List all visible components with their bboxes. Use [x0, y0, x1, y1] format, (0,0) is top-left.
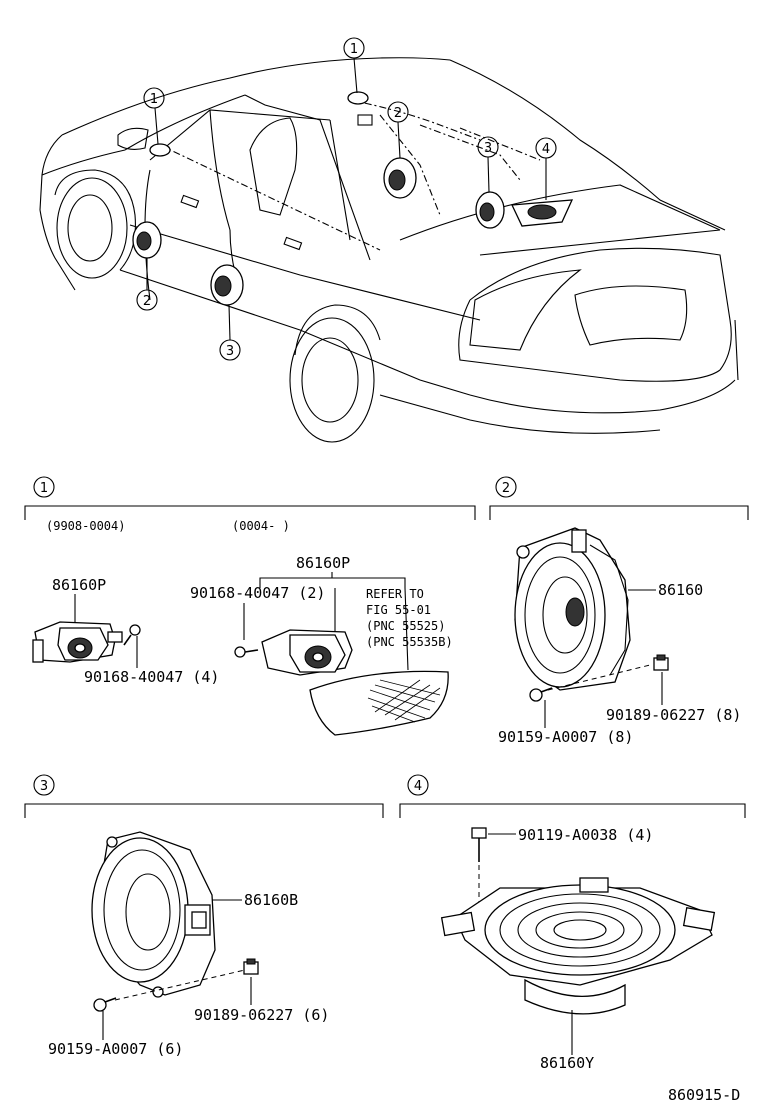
section-4-part: 86160Y [540, 1054, 594, 1072]
callout-3-rear-deck: 3 [477, 136, 499, 158]
screw-icon [529, 687, 553, 702]
door-trim-cover-drawing [309, 670, 449, 736]
refer-to-note: REFER TO FIG 55-01 (PNC 55525) (PNC 5553… [366, 587, 453, 649]
svg-text:3: 3 [226, 344, 234, 359]
speaker-86160y-drawing [440, 877, 716, 1015]
section-1-number-circle [33, 476, 55, 498]
svg-text:2: 2 [143, 294, 151, 309]
section-1-range-left: (9908-0004) [46, 519, 125, 533]
callout-2-rear-deck: 2 [387, 101, 409, 123]
section-3-part: 86160B [244, 891, 298, 909]
section-2-number-circle [495, 476, 517, 498]
clip-icon [653, 654, 669, 671]
section-2: 2 86160 90189-06227 (8) 90159-A0007 (8) [489, 476, 749, 746]
section-1-range-right: (0004- ) [232, 519, 290, 533]
section-1-screw-right: 90168-40047 (2) [190, 584, 325, 602]
section-1-screw-left: 90168-40047 (4) [84, 668, 219, 686]
svg-text:(PNC 55535B): (PNC 55535B) [366, 635, 453, 649]
callout-2-front-door: 2 [136, 289, 158, 311]
speaker-86160-drawing [514, 527, 631, 691]
section-4: 4 90119-A0038 (4) 86160Y [399, 774, 746, 1072]
tweeter-right-drawing [261, 629, 353, 676]
svg-text:3: 3 [484, 141, 492, 156]
screw-icon [234, 646, 259, 658]
section-3-number: 3 [40, 779, 48, 794]
svg-text:1: 1 [350, 42, 358, 57]
svg-text:FIG 55-01: FIG 55-01 [366, 603, 431, 617]
section-1: 1 (9908-0004) (0004- ) 86160P 90168-4004… [24, 476, 476, 736]
svg-text:2: 2 [394, 106, 402, 121]
speaker-86160b-drawing [91, 831, 216, 998]
section-1-part-left: 86160P [52, 576, 106, 594]
callout-1-front: 1 [143, 87, 165, 109]
svg-text:4: 4 [542, 142, 550, 157]
callout-1-top: 1 [343, 37, 365, 59]
section-3: 3 86160B 90189-06227 (6) 90159-A0007 (6) [24, 774, 384, 1058]
svg-text:REFER TO: REFER TO [366, 587, 424, 601]
callout-3-rear-door: 3 [219, 339, 241, 361]
screw-icon [93, 997, 117, 1012]
bolt-icon [471, 827, 487, 862]
section-2-screw: 90159-A0007 (8) [498, 728, 633, 746]
car-illustration [39, 57, 739, 443]
callout-4-rear-deck: 4 [535, 137, 557, 159]
section-4-number: 4 [414, 779, 422, 794]
section-3-screw: 90159-A0007 (6) [48, 1040, 183, 1058]
tweeter-left-drawing [32, 621, 123, 663]
svg-text:1: 1 [150, 92, 158, 107]
section-2-clip: 90189-06227 (8) [606, 706, 741, 724]
section-1-number: 1 [40, 481, 48, 496]
section-4-number-circle [407, 774, 429, 796]
clip-icon [243, 958, 259, 975]
figure-id: 860915-D [668, 1086, 740, 1104]
section-2-number: 2 [502, 481, 510, 496]
section-3-clip: 90189-06227 (6) [194, 1006, 329, 1024]
section-4-bolt: 90119-A0038 (4) [518, 826, 653, 844]
screw-icon [123, 624, 141, 646]
svg-text:(PNC 55525): (PNC 55525) [366, 619, 445, 633]
section-1-part-right: 86160P [296, 554, 350, 572]
section-2-part: 86160 [658, 581, 703, 599]
section-3-number-circle [33, 774, 55, 796]
